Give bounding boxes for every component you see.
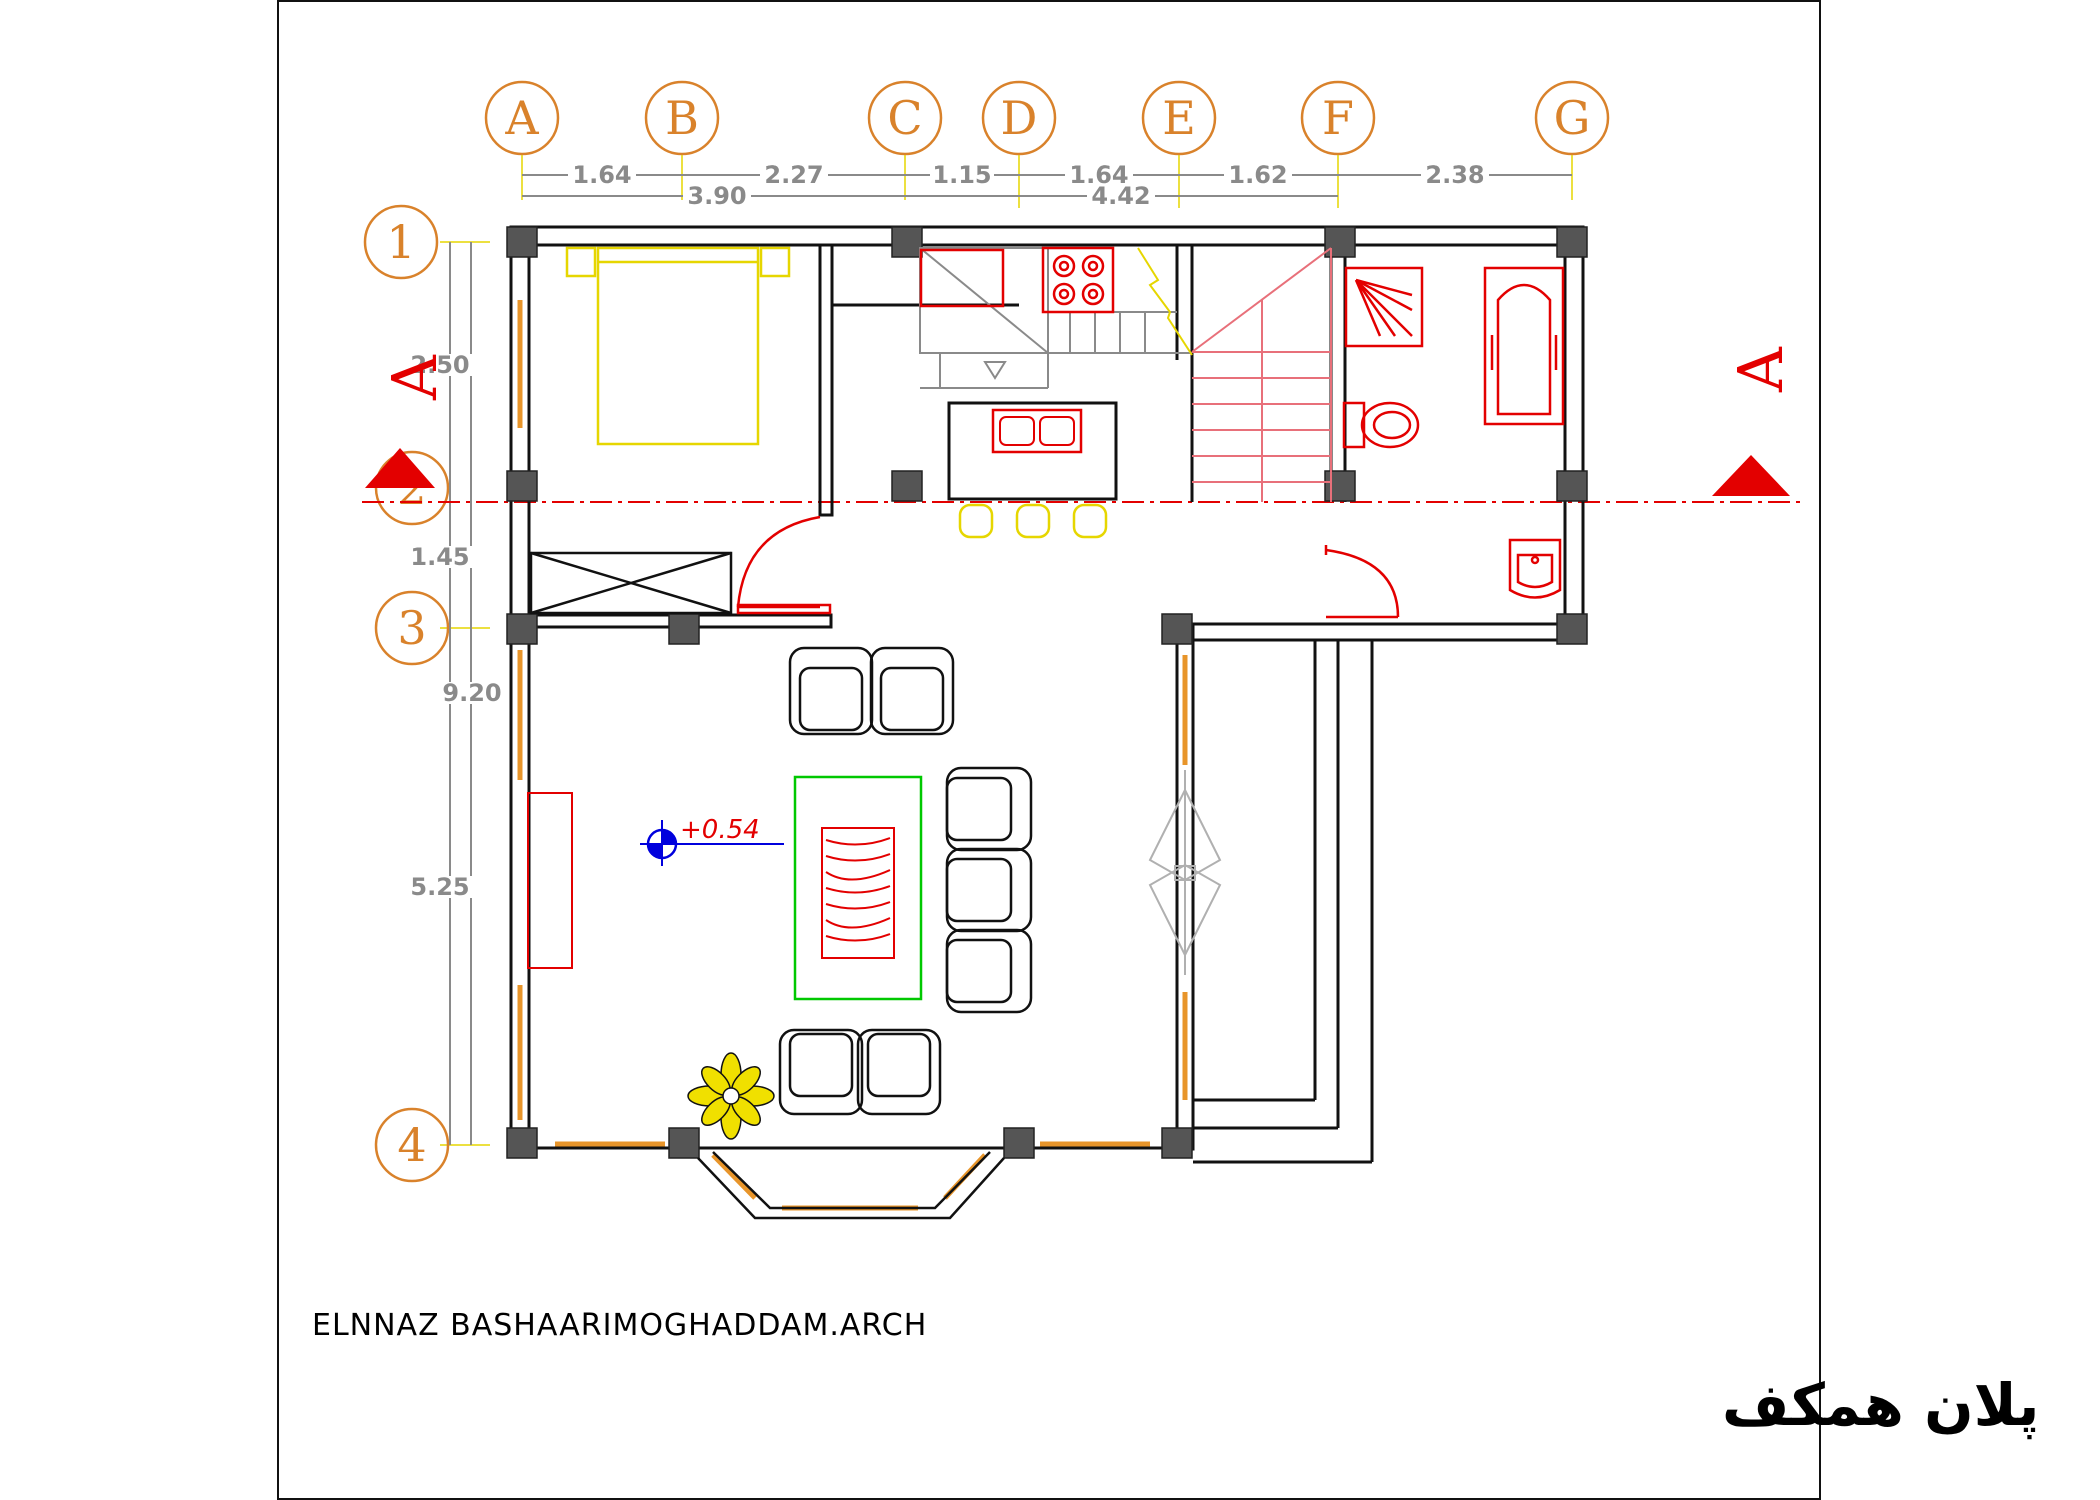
svg-text:1.64: 1.64 (1069, 161, 1128, 189)
cooktop (1041, 246, 1115, 314)
svg-text:2.38: 2.38 (1425, 161, 1484, 189)
armchairs-right (945, 766, 1033, 1014)
svg-text:D: D (1001, 91, 1038, 145)
shower-tray (1344, 266, 1424, 348)
grid-bubble-a: A (484, 80, 560, 156)
section-label-left: A (378, 354, 451, 401)
left-dimensions: 2.50 1.45 5.25 9.20 (405, 242, 504, 1145)
wardrobe (529, 551, 733, 615)
entrance-door (1148, 770, 1222, 975)
grid-bubble-c: C (867, 80, 943, 156)
svg-text:E: E (1162, 91, 1196, 145)
dim-1-45: 1.45 (410, 543, 469, 571)
bathtub (1483, 266, 1565, 426)
svg-text:1: 1 (386, 215, 415, 269)
bathroom-door (1324, 545, 1400, 619)
rug-frame (793, 775, 923, 1001)
bed (565, 246, 791, 446)
grid-bubble-b: B (644, 80, 720, 156)
stair-break-line (1137, 247, 1193, 356)
grid-bubble-4: 4 (374, 1107, 450, 1183)
structural-columns (506, 226, 1588, 1159)
section-label-right: A (1724, 346, 1797, 393)
dim-4-42: 4.42 (1091, 182, 1150, 210)
washbasin (1508, 538, 1562, 599)
grid-bubble-d: D (981, 80, 1057, 156)
stairs-up (1191, 247, 1332, 502)
grid-bubble-f: F (1300, 80, 1376, 156)
column-grid-bubbles: A B C D E F G (484, 80, 1610, 156)
top-dimensions: 1.64 2.27 1.15 1.64 1.62 2.38 1.64 2.27 … (522, 161, 1572, 210)
dim-3-90: 3.90 (687, 182, 746, 210)
bedroom-door (736, 515, 832, 615)
floor-level-mark: +0.54 (640, 815, 784, 866)
svg-text:1.15: 1.15 (932, 161, 991, 189)
dim-5-25: 5.25 (410, 873, 469, 901)
svg-text:G: G (1554, 91, 1591, 145)
refrigerator (919, 248, 1005, 308)
tv-cabinet (527, 792, 573, 969)
svg-text:+0.54: +0.54 (680, 815, 760, 845)
author-credit: ELNNAZ BASHAARIMOGHADDAM.ARCH (312, 1308, 927, 1343)
kitchen-counter-top (1048, 311, 1192, 354)
bar-stools (958, 503, 1108, 539)
section-line-a: A A (362, 346, 1805, 503)
svg-text:1.64: 1.64 (572, 161, 631, 189)
stair-down (919, 247, 1049, 389)
svg-text:C: C (887, 91, 922, 145)
grid-bubble-e: E (1141, 80, 1217, 156)
bay-window-frame (697, 1151, 1005, 1220)
svg-text:F: F (1322, 91, 1354, 145)
svg-text:1.62: 1.62 (1228, 161, 1287, 189)
svg-text:A: A (504, 91, 539, 145)
grid-bubble-3: 3 (374, 590, 450, 666)
toilet (1342, 401, 1420, 449)
svg-text:3: 3 (397, 601, 426, 655)
svg-text:2.27: 2.27 (764, 161, 823, 189)
grid-bubble-1: 1 (363, 204, 439, 280)
dim-9-20: 9.20 (442, 679, 501, 707)
drawing-title: پلان همکف (1722, 1371, 2039, 1440)
plant-icon (687, 1052, 775, 1140)
coffee-table (821, 827, 895, 959)
svg-text:4: 4 (397, 1118, 426, 1172)
grid-bubble-g: G (1534, 80, 1610, 156)
kitchen-island (947, 401, 1118, 501)
armchairs-top (788, 646, 955, 736)
dim-2-50: 2.50 (410, 351, 469, 379)
svg-text:B: B (665, 91, 699, 145)
armchairs-bottom (778, 1028, 942, 1116)
